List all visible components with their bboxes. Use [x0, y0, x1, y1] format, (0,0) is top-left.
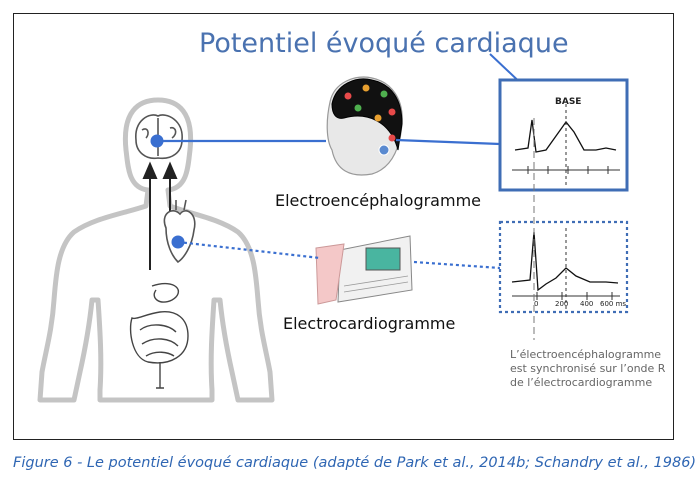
figure-title: Potentiel évoqué cardiaque	[199, 28, 569, 59]
ecg-label: Electrocardiogramme	[283, 314, 456, 333]
ecg-tick-label-0: 0	[534, 300, 538, 308]
figure-frame	[13, 13, 674, 440]
digestive-system	[129, 282, 189, 389]
ecg-machine	[315, 235, 413, 305]
eeg-waveform	[514, 119, 617, 153]
sync-note-line: L’électroencéphalogramme	[510, 348, 662, 361]
ecg-waveform	[511, 231, 619, 292]
eeg-to-panel-line	[395, 138, 501, 146]
sync-note-line: est synchronisé sur l’onde R	[510, 362, 666, 375]
eeg-panel-label: BASE	[555, 97, 581, 107]
ecg-to-panel-line	[413, 260, 501, 270]
eeg-cap-head	[326, 76, 403, 176]
ecg-panel-frame	[498, 220, 629, 314]
eeg-label: Electroencéphalogramme	[275, 191, 481, 210]
ecg-tick-label-2: 400	[580, 300, 593, 308]
ecg-tick-label-1: 200	[555, 300, 568, 308]
ecg-axis-tick-marks	[536, 292, 613, 300]
sync-note: L’électroencéphalogramme est synchronisé…	[510, 348, 675, 390]
figure-caption: Figure 6 - Le potentiel évoqué cardiaque…	[13, 455, 696, 471]
eeg-panel-frame	[498, 78, 629, 192]
sync-note-line: de l’électrocardiogramme	[510, 376, 653, 389]
ecg-tick-label-3: 600 ms	[600, 300, 626, 308]
human-body-silhouette	[37, 97, 275, 403]
eeg-axis-ticks	[527, 166, 609, 174]
